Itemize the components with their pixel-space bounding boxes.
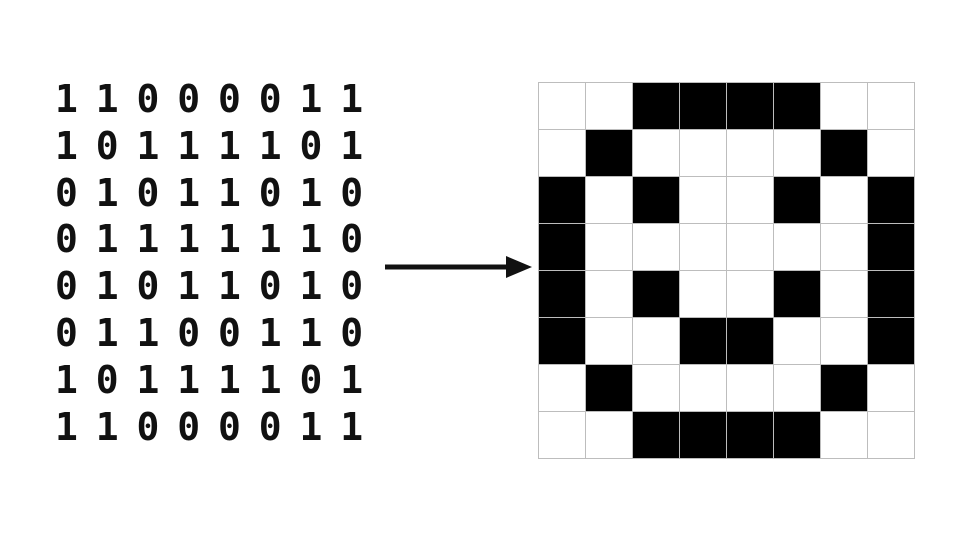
binary-row: 1 1 0 0 0 0 1 1: [55, 404, 363, 449]
pixel-cell-black: [680, 83, 727, 130]
pixel-cell-black: [774, 177, 821, 224]
pixel-cell-white: [821, 412, 868, 459]
pixel-cell-white: [586, 318, 633, 365]
pixel-cell-white: [774, 130, 821, 177]
pixel-cell-black: [539, 224, 586, 271]
pixel-cell-black: [868, 224, 915, 271]
pixel-cell-white: [586, 412, 633, 459]
pixel-cell-white: [680, 365, 727, 412]
pixel-cell-white: [868, 130, 915, 177]
pixel-cell-white: [727, 365, 774, 412]
right-arrow-icon: [385, 256, 532, 278]
pixel-cell-white: [774, 365, 821, 412]
pixel-cell-black: [633, 83, 680, 130]
pixel-cell-white: [539, 83, 586, 130]
binary-row: 0 1 1 1 1 1 1 0: [55, 217, 363, 262]
pixel-cell-white: [821, 177, 868, 224]
binary-row: 0 1 0 1 1 0 1 0: [55, 170, 363, 215]
pixel-cell-white: [633, 365, 680, 412]
pixel-cell-white: [727, 177, 774, 224]
pixel-cell-black: [680, 318, 727, 365]
pixel-cell-white: [633, 130, 680, 177]
pixel-cell-black: [821, 130, 868, 177]
pixel-cell-black: [586, 365, 633, 412]
binary-row: 1 1 0 0 0 0 1 1: [55, 77, 363, 121]
binary-row: 1 0 1 1 1 1 0 1: [55, 123, 363, 168]
pixel-cell-white: [727, 224, 774, 271]
pixel-cell-black: [633, 271, 680, 318]
pixel-cell-white: [633, 318, 680, 365]
pixel-cell-white: [539, 412, 586, 459]
pixel-cell-white: [680, 224, 727, 271]
pixel-cell-white: [586, 271, 633, 318]
pixel-cell-black: [633, 177, 680, 224]
pixel-cell-white: [680, 130, 727, 177]
pixel-cell-white: [539, 365, 586, 412]
pixel-cell-black: [821, 365, 868, 412]
pixel-cell-black: [868, 177, 915, 224]
pixel-cell-white: [821, 83, 868, 130]
pixel-cell-black: [774, 412, 821, 459]
pixel-cell-black: [633, 412, 680, 459]
pixel-cell-white: [868, 83, 915, 130]
pixel-cell-black: [727, 83, 774, 130]
pixel-cell-white: [868, 412, 915, 459]
pixel-cell-black: [539, 318, 586, 365]
pixel-cell-black: [727, 318, 774, 365]
pixel-cell-white: [774, 318, 821, 365]
pixel-cell-white: [821, 318, 868, 365]
binary-row: 0 1 0 1 1 0 1 0: [55, 264, 363, 309]
pixel-cell-white: [586, 224, 633, 271]
pixel-cell-white: [821, 271, 868, 318]
pixel-cell-white: [539, 130, 586, 177]
pixel-cell-white: [868, 365, 915, 412]
pixel-cell-black: [774, 83, 821, 130]
pixel-cell-black: [868, 271, 915, 318]
pixel-cell-black: [680, 412, 727, 459]
pixel-cell-white: [586, 177, 633, 224]
binary-row: 1 0 1 1 1 1 0 1: [55, 357, 363, 402]
pixel-cell-black: [868, 318, 915, 365]
pixel-cell-black: [586, 130, 633, 177]
pixel-cell-white: [680, 271, 727, 318]
pixel-cell-white: [774, 224, 821, 271]
pixel-cell-white: [586, 83, 633, 130]
pixel-cell-black: [727, 412, 774, 459]
pixel-cell-white: [821, 224, 868, 271]
pixel-cell-white: [727, 271, 774, 318]
pixel-cell-white: [727, 130, 774, 177]
pixel-cell-black: [774, 271, 821, 318]
pixel-cell-black: [539, 177, 586, 224]
pixel-grid: [538, 82, 915, 459]
pixel-cell-white: [633, 224, 680, 271]
pixel-cell-white: [680, 177, 727, 224]
binary-row: 0 1 1 0 0 1 1 0: [55, 310, 363, 355]
pixel-cell-black: [539, 271, 586, 318]
